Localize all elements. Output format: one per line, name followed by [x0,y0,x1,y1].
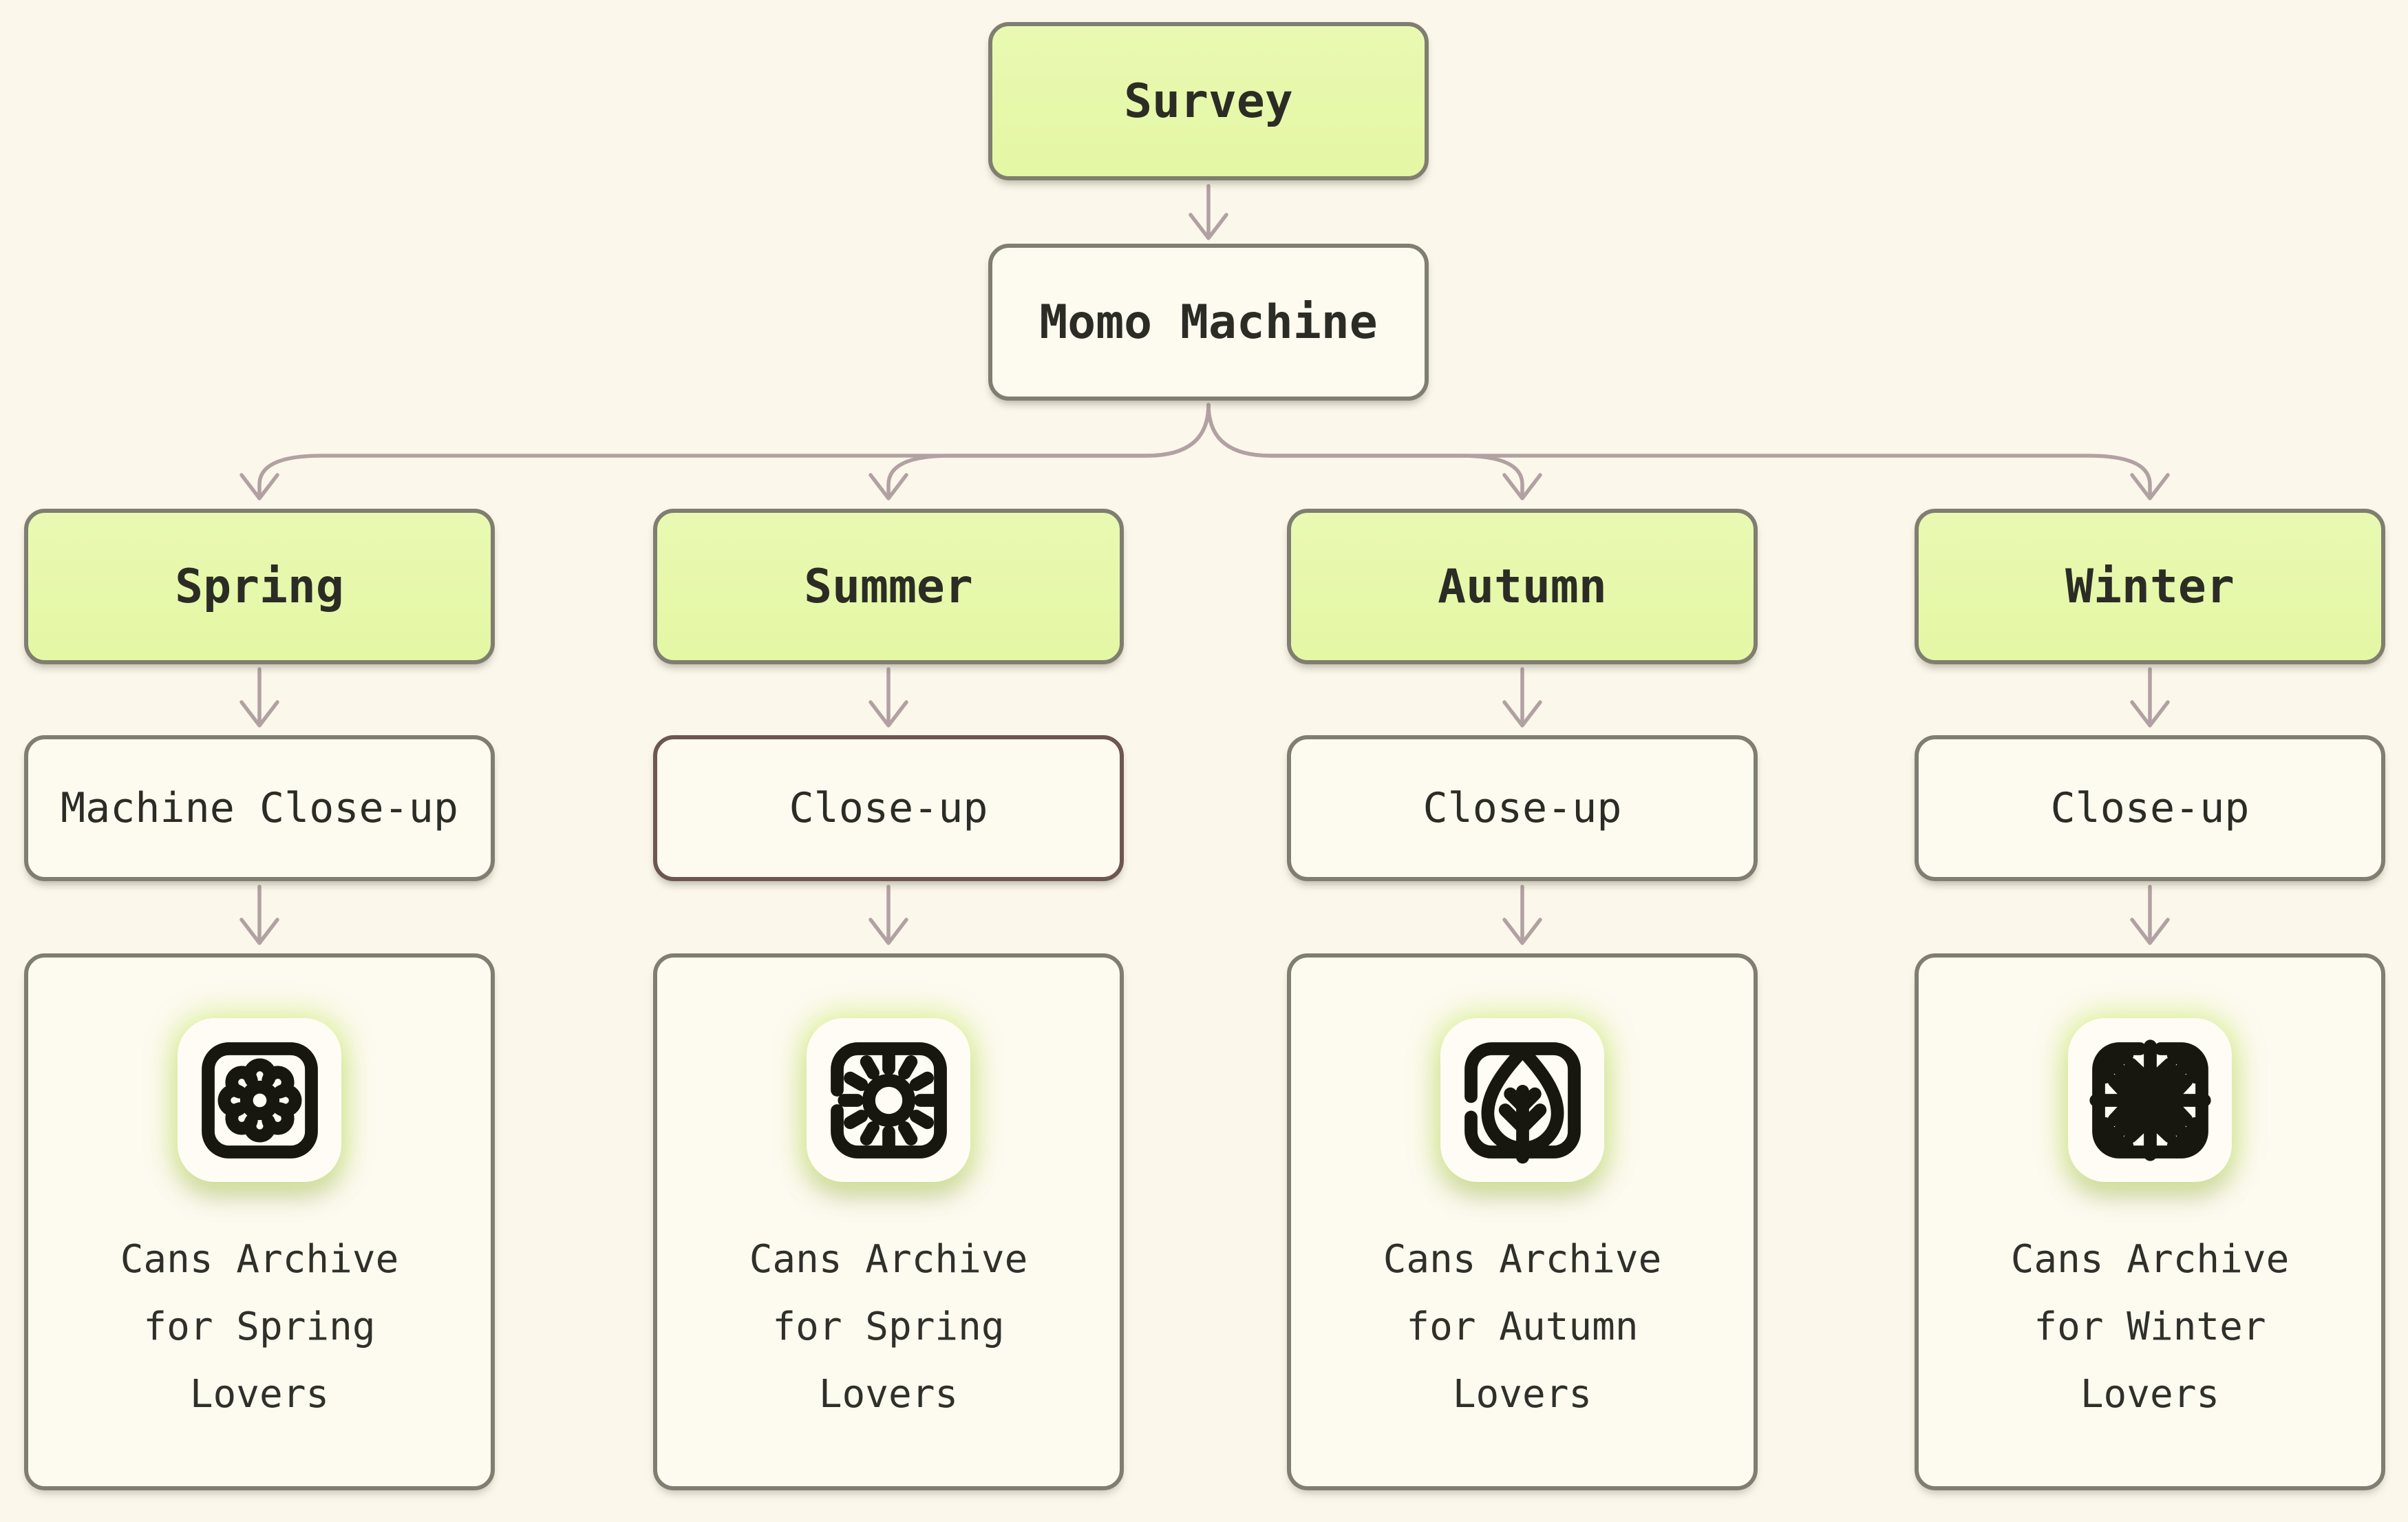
sun-icon [830,1042,947,1159]
node-season-summer: Summer [653,509,1124,664]
arrowhead [2130,700,2170,728]
arrowhead [869,918,908,945]
edge-machine-spring [257,403,1211,498]
arrowhead [239,473,279,500]
closeup-winter-label: Close-up [2050,784,2250,832]
node-closeup-summer: Close-up [653,735,1124,881]
closeup-spring-label: Machine Close-up [61,784,458,832]
node-season-autumn: Autumn [1287,509,1758,664]
card-autumn-archive: Cans Archive for Autumn Lovers [1287,953,1758,1490]
closeup-autumn-label: Close-up [1423,784,1622,832]
season-winter-label: Winter [2065,559,2235,614]
card-autumn-label: Cans Archive for Autumn Lovers [1383,1237,1662,1417]
winter-icon-tile [2068,1018,2232,1182]
summer-icon-tile [807,1018,970,1182]
card-spring-label: Cans Archive for Spring Lovers [120,1237,399,1417]
season-spring-label: Spring [175,559,344,614]
season-autumn-label: Autumn [1438,559,1607,614]
edge-machine-winter [1206,403,2152,498]
node-season-spring: Spring [24,509,495,664]
card-summer-archive: Cans Archive for Spring Lovers [653,953,1124,1490]
card-spring-archive: Cans Archive for Spring Lovers [24,953,495,1490]
card-summer-label: Cans Archive for Spring Lovers [749,1237,1028,1417]
arrowhead [1189,213,1228,240]
leaf-icon [1464,1042,1581,1163]
node-survey: Survey [988,22,1429,180]
arrowhead [239,918,279,945]
node-season-winter: Winter [1915,509,2385,664]
arrowhead [239,700,279,728]
card-winter-archive: Cans Archive for Winter Lovers [1915,953,2385,1490]
arrowhead [869,700,908,728]
node-closeup-autumn: Close-up [1287,735,1758,881]
autumn-icon-tile [1440,1018,1604,1182]
closeup-summer-label: Close-up [789,784,988,832]
node-closeup-winter: Close-up [1915,735,2385,881]
node-survey-label: Survey [1124,74,1293,129]
snowflake-icon [2089,1039,2211,1161]
arrowhead [1502,918,1542,945]
arrowhead [2130,473,2170,500]
spring-icon-tile [178,1018,341,1182]
arrowhead [869,473,908,500]
arrowhead [1502,473,1542,500]
edge-machine-summer [886,403,1211,498]
card-winter-label: Cans Archive for Winter Lovers [2010,1237,2290,1417]
edge-machine-autumn [1206,403,1524,498]
arrowhead [2130,918,2170,945]
node-momo-machine-label: Momo Machine [1039,295,1378,350]
arrowhead [1502,700,1542,728]
flower-icon [201,1042,318,1159]
node-momo-machine: Momo Machine [988,244,1429,401]
node-closeup-spring: Machine Close-up [24,735,495,881]
season-summer-label: Summer [804,559,973,614]
